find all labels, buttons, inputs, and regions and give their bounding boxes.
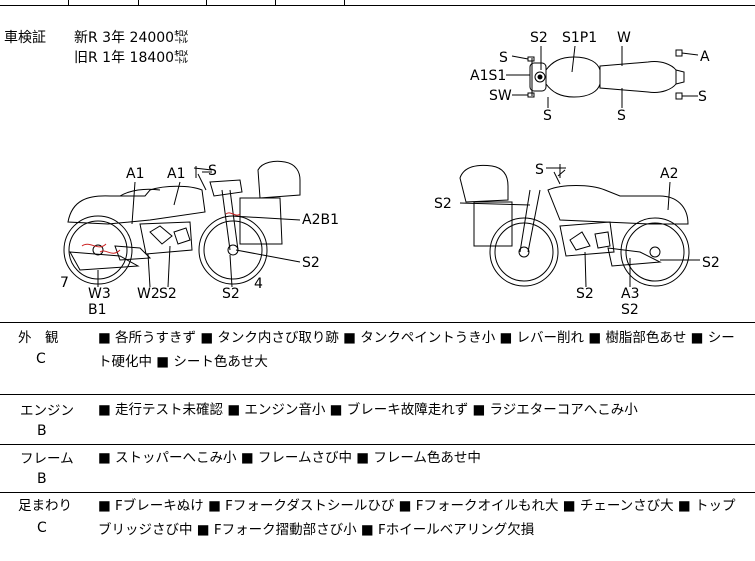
ls-label: 7 bbox=[60, 275, 69, 291]
rust-marks bbox=[81, 212, 241, 254]
top-divider bbox=[68, 0, 69, 5]
ls-label: B1 bbox=[88, 302, 107, 318]
grade-value: C bbox=[36, 351, 46, 367]
shaken-label: 車検証 bbox=[4, 30, 46, 46]
grade-value: C bbox=[37, 520, 47, 536]
top-divider bbox=[344, 0, 345, 5]
top-view-labels: S2 S1P1 W S A A1S1 SW S S S bbox=[470, 30, 710, 124]
grade-value: B bbox=[37, 471, 47, 487]
tv-label: S bbox=[543, 108, 552, 124]
right-side-labels: S A2 S2 S2 S2 A3 S2 bbox=[434, 162, 720, 318]
tv-label: S2 bbox=[530, 30, 548, 46]
ls-label: A1 bbox=[167, 166, 185, 182]
left-side-motorcycle bbox=[63, 160, 301, 288]
shaken-new: 新R 3年 24000㌖ bbox=[74, 30, 189, 46]
ls-label: W3 bbox=[88, 286, 111, 302]
rs-label: S bbox=[535, 162, 544, 178]
grade-value: B bbox=[37, 423, 47, 439]
ls-label: A1 bbox=[126, 166, 144, 182]
ls-label: A2B1 bbox=[302, 212, 339, 228]
rs-label: A2 bbox=[660, 166, 678, 182]
category-label: エンジン bbox=[20, 403, 74, 419]
tv-label: A1S1 bbox=[470, 68, 506, 84]
ls-label: S bbox=[208, 163, 217, 179]
tv-label: S bbox=[617, 108, 626, 124]
rs-label: S2 bbox=[434, 196, 452, 212]
rs-label: S2 bbox=[621, 302, 639, 318]
condition-notes: ■ 走行テスト未確認 ■ エンジン音小 ■ ブレーキ故障走れず ■ ラジエターコ… bbox=[98, 402, 638, 418]
ls-label: 4 bbox=[254, 276, 263, 292]
rs-label: A3 bbox=[621, 286, 639, 302]
right-side-motorcycle bbox=[459, 164, 700, 288]
category-label: 足まわり bbox=[18, 498, 72, 514]
row-divider bbox=[0, 444, 755, 445]
top-border bbox=[0, 5, 755, 6]
ls-label: W2 bbox=[137, 286, 160, 302]
damage-diagram: S2 S1P1 W S A A1S1 SW S S S A1 A1 S A2B1… bbox=[60, 30, 720, 318]
category-label: 外 観 bbox=[18, 330, 59, 346]
tv-label: A bbox=[700, 49, 710, 65]
top-divider bbox=[138, 0, 139, 5]
top-view-motorcycle bbox=[506, 45, 699, 108]
tv-label: W bbox=[617, 30, 631, 46]
tv-label: S bbox=[698, 89, 707, 105]
table-top-border bbox=[0, 322, 755, 323]
category-label: フレーム bbox=[20, 451, 74, 467]
row-divider bbox=[0, 492, 755, 493]
row-divider bbox=[0, 394, 755, 395]
condition-notes: ■ 各所うすきず ■ タンク内さび取り跡 ■ タンクペイントうき小 ■ レバー削… bbox=[98, 330, 735, 370]
condition-notes: ■ ストッパーへこみ小 ■ フレームさび中 ■ フレーム色あせ中 bbox=[98, 450, 481, 466]
tv-label: S bbox=[499, 50, 508, 66]
tv-label: SW bbox=[489, 88, 512, 104]
tv-label: S1P1 bbox=[562, 30, 597, 46]
shaken-old: 旧R 1年 18400㌖ bbox=[74, 50, 189, 66]
ls-label: S2 bbox=[222, 286, 240, 302]
left-side-labels: A1 A1 S A2B1 S2 7 W3 B1 W2 S2 S2 4 bbox=[60, 163, 339, 318]
rs-label: S2 bbox=[576, 286, 594, 302]
top-divider bbox=[275, 0, 276, 5]
top-divider bbox=[206, 0, 207, 5]
condition-notes: ■ Fブレーキぬけ ■ Fフォークダストシールひび ■ Fフォークオイルもれ大 … bbox=[98, 498, 736, 538]
ls-label: S2 bbox=[302, 255, 320, 271]
rs-label: S2 bbox=[702, 255, 720, 271]
ls-label: S2 bbox=[159, 286, 177, 302]
